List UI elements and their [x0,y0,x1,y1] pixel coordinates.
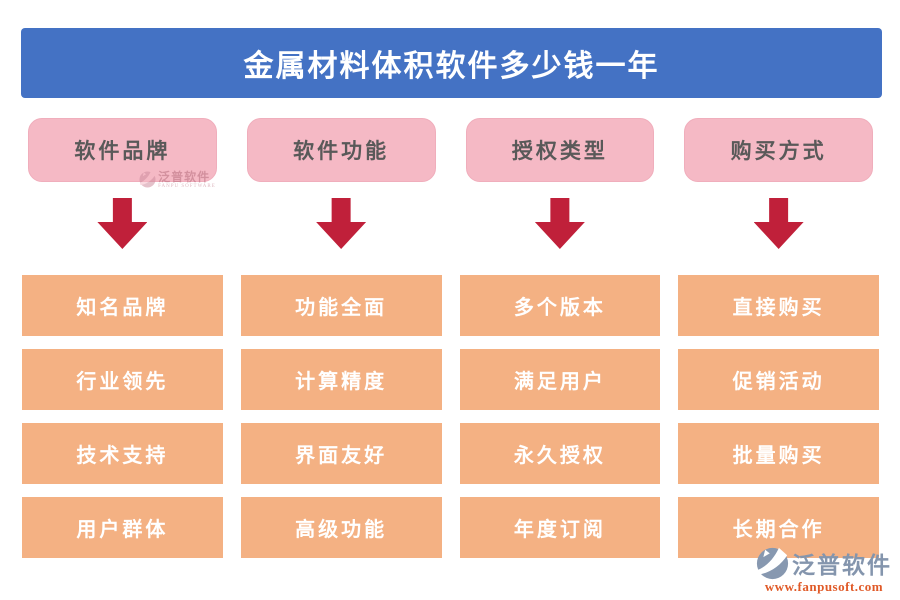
item-box: 高级功能 [240,497,442,558]
down-arrow-icon [534,198,585,249]
category-header-software-brand: 软件品牌 泛普软件 FANPU SOFTWARE [28,118,217,189]
item-box: 直接购买 [678,275,879,336]
item-box: 界面友好 [240,423,442,484]
title-banner: 金属材料体积软件多少钱一年 [21,28,882,98]
watermark: 泛普软件 FANPU SOFTWARE [139,171,216,189]
item-box: 长期合作 [678,497,879,558]
category-header-license-type: 授权类型 [465,118,655,182]
watermark-sub-text: FANPU SOFTWARE [158,184,216,189]
item-box: 行业领先 [22,349,223,410]
column-purchase-method: 购买方式 直接购买 促销活动 批量购买 长期合作 [678,118,879,558]
item-box: 多个版本 [459,275,661,336]
footer-url: www.fanpusoft.com [764,579,884,594]
down-arrow-icon [97,198,148,249]
footer-logo: 泛普软件 www.fanpusoft.com [756,546,892,595]
item-box: 促销活动 [678,349,879,410]
item-box: 年度订阅 [459,497,661,558]
column-software-features: 软件功能 功能全面 计算精度 界面友好 高级功能 [240,118,442,558]
item-box: 计算精度 [240,349,442,410]
category-header-label: 软件功能 [293,139,390,163]
item-box: 批量购买 [678,423,879,484]
footer-brand-text: 泛普软件 [792,553,892,578]
category-header-label: 授权类型 [511,139,608,163]
category-header-purchase-method: 购买方式 [684,118,873,182]
watermark-brand-text: 泛普软件 [158,170,211,184]
watermark-logo-icon [139,171,156,188]
down-arrow-icon [753,198,804,249]
category-header-label: 购买方式 [730,139,827,163]
down-arrow-icon [316,198,367,249]
item-box: 满足用户 [459,349,661,410]
columns-grid: 软件品牌 泛普软件 FANPU SOFTWARE 知名品牌 行业领先 技术支持 [22,118,879,558]
fanpu-logo-icon [756,547,789,579]
item-box: 技术支持 [22,423,223,484]
item-box: 功能全面 [240,275,442,336]
item-box: 用户群体 [22,497,223,558]
column-license-type: 授权类型 多个版本 满足用户 永久授权 年度订阅 [459,118,661,558]
item-box: 知名品牌 [22,275,223,336]
page-title: 金属材料体积软件多少钱一年 [243,50,660,83]
item-box: 永久授权 [459,423,661,484]
category-header-label: 软件品牌 [74,139,171,163]
column-software-brand: 软件品牌 泛普软件 FANPU SOFTWARE 知名品牌 行业领先 技术支持 [22,118,223,558]
category-header-software-features: 软件功能 [246,118,436,182]
